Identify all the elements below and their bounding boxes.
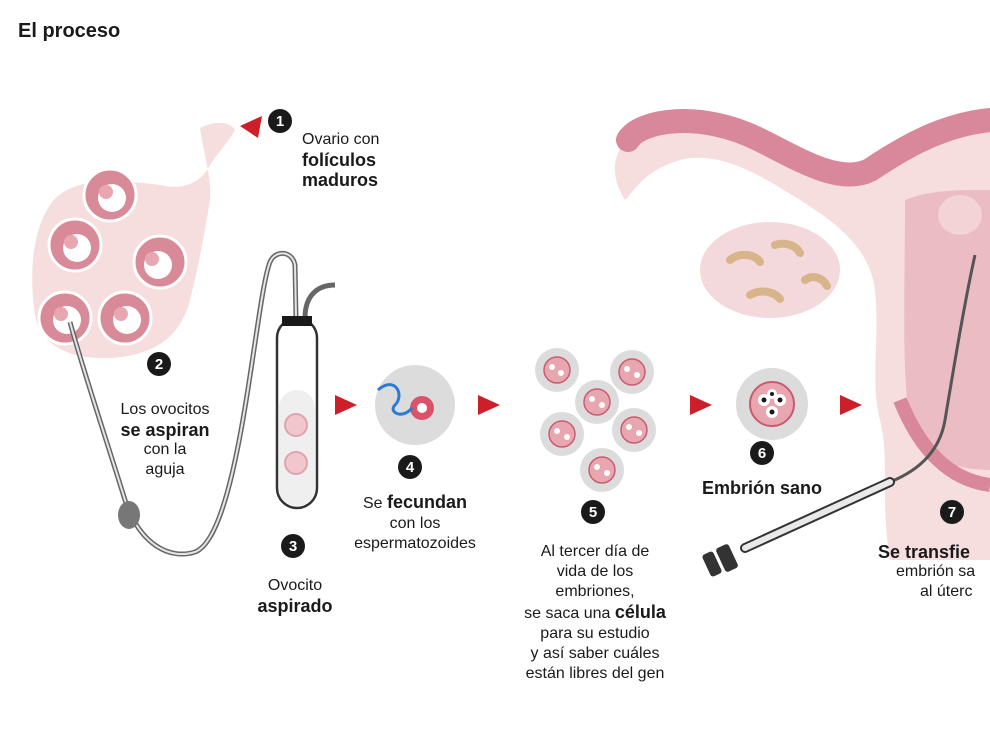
- step-1-label: Ovario con folículos maduros: [302, 130, 412, 190]
- step-3-label: Ovocito aspirado: [230, 576, 360, 616]
- catheter-syringe: [702, 254, 977, 577]
- arrow-icon: [478, 395, 500, 415]
- page-title: El proceso: [18, 20, 121, 42]
- step-2-line-2: se aspiran: [120, 420, 210, 440]
- step-7-badge: 7: [940, 500, 964, 524]
- step-1-line-3: maduros: [302, 170, 379, 190]
- step-1-badge: 1: [268, 109, 292, 133]
- step-5-line-2: vida de los: [556, 563, 634, 580]
- step-1-line-2: folículos: [302, 150, 377, 170]
- step-2-badge: 2: [147, 352, 171, 376]
- step-7-line-2: embrión sa: [896, 563, 976, 580]
- step-4-line-2: con los: [389, 515, 441, 532]
- step-2-line-4: aguja: [145, 461, 185, 478]
- step-4-line-1: Se fecundan: [362, 492, 468, 512]
- step-5-line-3: embriones,: [555, 583, 635, 600]
- step-6-label: Embrión sano: [682, 478, 842, 498]
- step-6-line-1: Embrión sano: [701, 478, 822, 498]
- arrow-icon: [840, 395, 862, 415]
- fertilization-illustration: [375, 365, 455, 445]
- ovary-right: [700, 222, 840, 318]
- step-5-line-7: están libres del gen: [525, 665, 665, 682]
- step-5-line-6: y así saber cuáles: [530, 645, 660, 662]
- step-1-line-1: Ovario con: [302, 131, 380, 148]
- aspiration-needle: [67, 250, 336, 557]
- healthy-embryo: [736, 368, 808, 440]
- step-3-line-2: aspirado: [257, 596, 333, 616]
- step-4-badge: 4: [398, 455, 422, 479]
- step-5-line-5: para su estudio: [540, 625, 650, 642]
- arrow-icon: [690, 395, 712, 415]
- arrow-icon: [240, 116, 262, 138]
- step-3-badge: 3: [281, 534, 305, 558]
- flow-arrows: [240, 116, 862, 415]
- step-2-line-3: con la: [143, 441, 187, 458]
- step-6-badge: 6: [750, 441, 774, 465]
- ovary-follicles: [32, 122, 235, 359]
- step-7-line-3: al úterc: [920, 583, 973, 600]
- step-5-label: Al tercer día de vida de los embriones, …: [500, 542, 690, 684]
- step-5-line-4: se saca una célula: [524, 602, 666, 622]
- test-tube: [275, 316, 319, 510]
- step-4-label: Se fecundan con los espermatozoides: [335, 492, 495, 554]
- arrow-icon: [335, 395, 357, 415]
- step-2-line-1: Los ovocitos: [120, 401, 210, 418]
- step-5-line-1: Al tercer día de: [540, 543, 650, 560]
- uterus-illustration: [614, 108, 990, 560]
- step-4-line-3: espermatozoides: [354, 535, 476, 552]
- embryo-cluster: [535, 348, 656, 492]
- step-3-line-1: Ovocito: [267, 577, 323, 594]
- step-7-line-1: Se transfie: [878, 542, 971, 562]
- step-2-label: Los ovocitos se aspiran con la aguja: [100, 400, 230, 480]
- step-5-badge: 5: [581, 500, 605, 524]
- step-7-label: Se transfie embrión sa al úterc: [878, 542, 990, 602]
